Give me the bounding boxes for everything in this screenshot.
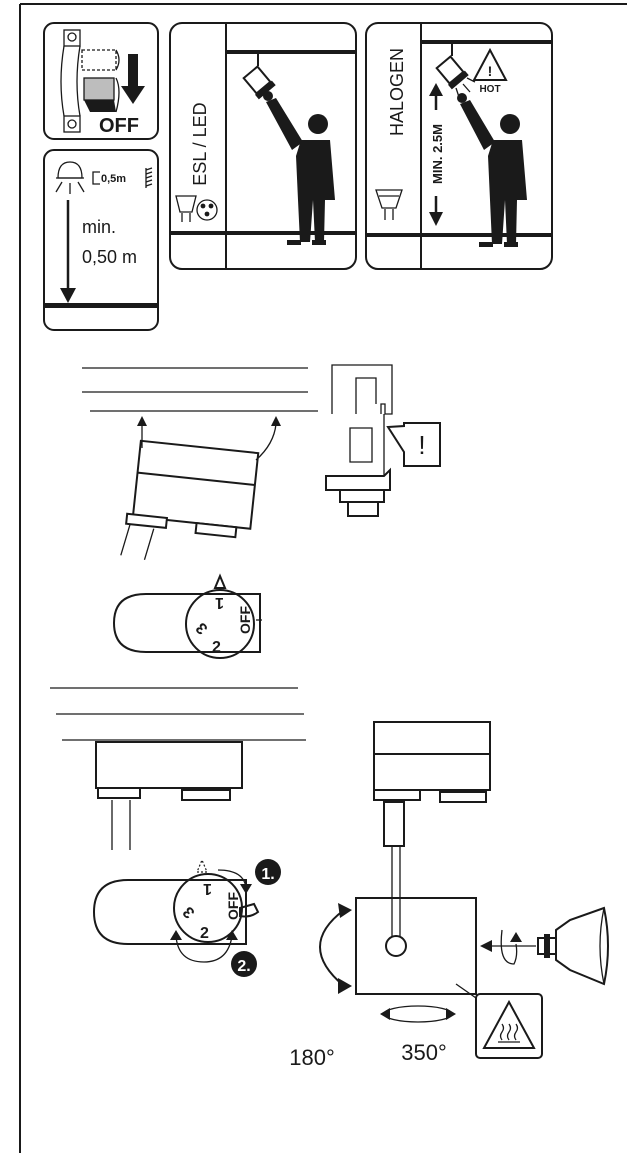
circuit-breaker-icon xyxy=(60,29,120,133)
spotlight-icon xyxy=(435,44,476,98)
rotate-arrow-icon xyxy=(380,1005,456,1023)
track-rail-2 xyxy=(50,687,306,741)
step-1-label: 1. xyxy=(261,866,274,883)
step-2-label: 2. xyxy=(237,958,250,975)
halogen-label: HALOGEN xyxy=(387,48,407,136)
pointer-new-position-icon xyxy=(239,902,260,918)
install-section: ! xyxy=(82,364,441,561)
turn-arrow-2 xyxy=(175,935,233,963)
led-bulb-icon xyxy=(175,195,197,222)
distance-panel: 0,5m min. 0,50 m xyxy=(43,149,159,331)
push-up-arrow-icon xyxy=(137,416,147,448)
tilt-label: 180° xyxy=(289,1045,335,1070)
spotlight-icon xyxy=(242,54,276,100)
rotate-label: 350° xyxy=(401,1040,447,1065)
adapter-housing-2 xyxy=(92,879,247,945)
distance-badge: 0,5m xyxy=(101,173,126,185)
esl-led-label: ESL / LED xyxy=(190,102,210,185)
dial-ring xyxy=(185,589,255,659)
track-adapter-tilted xyxy=(120,439,260,561)
switch-off-panel: OFF xyxy=(43,22,159,140)
tilt-arrow-icon xyxy=(319,903,352,994)
dial1-label-2: 2 xyxy=(212,639,221,656)
insert-bulb-arrow-icon xyxy=(480,929,536,965)
spotlight-head-adapter xyxy=(373,721,491,936)
track-rail xyxy=(82,367,318,412)
adapter-housing xyxy=(112,593,261,653)
dial2-label-off: OFF xyxy=(225,892,241,920)
rotate-in-arrow-icon xyxy=(255,416,281,461)
track-adapter-mounted xyxy=(95,741,243,850)
pivot-icon xyxy=(385,935,407,957)
track-profile-icon xyxy=(325,364,393,517)
halogen-panel: HALOGEN ! HOT MIN. 2.5M xyxy=(365,22,553,270)
height-label: MIN. 2.5M xyxy=(430,124,445,184)
step-2-badge: 2. xyxy=(231,951,257,977)
cfl-bulb-icon xyxy=(196,199,218,221)
rotation-section: 180° 350° xyxy=(289,721,609,1070)
caution-mark: ! xyxy=(418,430,425,460)
spot-body xyxy=(355,897,477,995)
min-label: min. xyxy=(82,217,116,237)
dial1-label-3: 3 xyxy=(193,619,211,637)
floor-line xyxy=(44,303,158,308)
lamp-icon xyxy=(55,161,85,194)
callout-leader xyxy=(455,983,477,999)
caution-callout: ! xyxy=(386,422,441,467)
warning-triangle-icon: ! xyxy=(472,47,508,81)
hot-label: HOT xyxy=(479,84,500,95)
dial1-label-1: 1 xyxy=(215,594,224,611)
step-1-badge: 1. xyxy=(255,859,281,885)
height-arrow-icon xyxy=(429,83,443,226)
dial-1: 1 3 2 OFF xyxy=(112,573,262,659)
dial2-label-1: 1 xyxy=(203,880,212,897)
gu10-bulb-icon xyxy=(537,906,609,986)
person-icon xyxy=(457,93,527,247)
esl-led-panel: ESL / LED xyxy=(169,22,357,270)
surface-icon xyxy=(92,171,100,185)
hatch-icon xyxy=(145,167,153,188)
dial-2: 1 3 2 OFF 1. 2. xyxy=(92,858,281,977)
mounted-section xyxy=(50,687,306,850)
person-icon xyxy=(263,91,335,245)
arrow-down-icon xyxy=(60,200,76,303)
hot-surface-warning-icon xyxy=(475,993,543,1059)
down-arrow-icon xyxy=(121,54,145,104)
pointer-old-position-icon xyxy=(196,858,208,873)
halogen-bulb-icon xyxy=(375,189,403,220)
dial2-label-2: 2 xyxy=(200,925,209,942)
dial2-label-3: 3 xyxy=(180,903,198,921)
dial-pointer-icon xyxy=(213,573,227,589)
distance-label: 0,50 m xyxy=(82,247,137,267)
dial1-label-off: OFF xyxy=(237,606,253,634)
off-label: OFF xyxy=(99,115,139,137)
warning-mark: ! xyxy=(488,63,493,79)
